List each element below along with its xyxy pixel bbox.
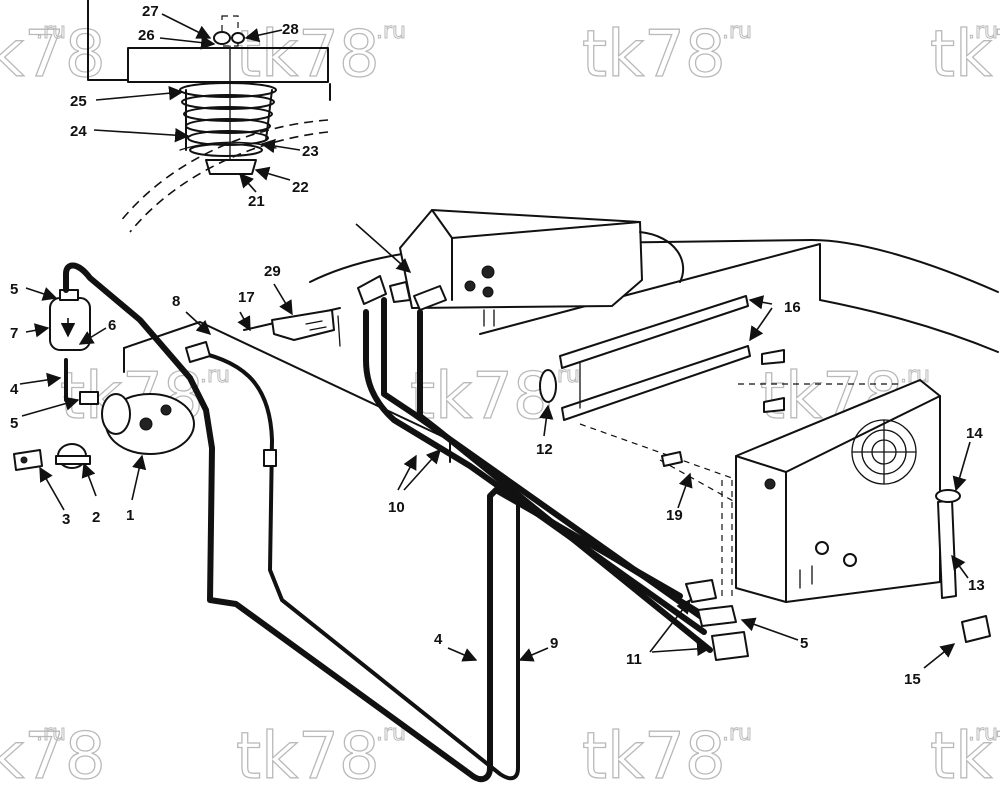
callout-17: 17: [238, 289, 255, 306]
drier-fitting: [59, 289, 79, 301]
callout-11: 11: [626, 651, 642, 668]
hose-10b: [381, 297, 703, 619]
callout-14: 14: [966, 425, 983, 442]
watermark-brand: tk78: [236, 720, 380, 790]
fitting: [160, 404, 172, 416]
clamp-14: [935, 489, 961, 503]
callout-27: 27: [142, 3, 159, 20]
callout-26: 26: [138, 27, 155, 44]
motor-end: [639, 231, 685, 283]
callout-21: 21: [248, 193, 265, 210]
watermark-brand: tk78: [582, 720, 726, 790]
fitting-5: [79, 391, 99, 405]
port: [843, 553, 857, 567]
callout-23: 23: [302, 143, 319, 160]
hose-4: [63, 262, 683, 783]
control-box: [271, 309, 341, 347]
terminal: [464, 280, 476, 292]
port: [815, 541, 829, 555]
bolt: [763, 397, 785, 413]
compartment-edge: [819, 299, 999, 353]
compressor-module: [399, 209, 685, 327]
hose-10c: [417, 309, 713, 653]
callout-25: 25: [70, 93, 87, 110]
callout-8: 8: [172, 293, 180, 310]
nut: [213, 31, 231, 45]
callout-24: 24: [70, 123, 87, 140]
frame-outline: [129, 131, 329, 233]
drain-tube: [935, 489, 961, 599]
projection-line: [579, 423, 761, 489]
callout-1: 1: [126, 507, 134, 524]
fitting: [139, 417, 153, 431]
callout-5: 5: [800, 635, 808, 652]
watermark-brand: tk78: [236, 18, 380, 92]
panel-edge: [87, 0, 129, 81]
valve-2: [55, 443, 91, 469]
watermark-brand: tk78: [930, 720, 1000, 790]
callout-22: 22: [292, 179, 309, 196]
callout-3: 3: [62, 511, 70, 528]
callout-10: 10: [388, 499, 405, 516]
callout-13: 13: [968, 577, 985, 594]
bracket-lower: [561, 345, 751, 421]
callout-labels: 27 26 28 25 24 23 22 21 29 8 17 5 7 6 4 …: [10, 3, 985, 688]
hose-lines: [63, 262, 713, 783]
unit-edge: [785, 395, 941, 473]
callout-9: 9: [550, 635, 558, 652]
callout-12: 12: [536, 441, 553, 458]
slots: [799, 565, 813, 589]
callout-28: 28: [282, 21, 299, 38]
valve-3: [13, 449, 43, 471]
watermark-suffix: .ru: [968, 721, 998, 746]
watermark-suffix: .ru: [376, 19, 406, 44]
watermark-suffix: .ru: [722, 721, 752, 746]
terminal: [482, 286, 494, 298]
callout-19: 19: [666, 507, 683, 524]
watermark-brand: tk78: [582, 18, 726, 92]
evaporator-unit: [721, 379, 941, 603]
watermark-brand: tk78: [0, 720, 106, 790]
watermark-suffix: .ru: [36, 19, 66, 44]
bolt: [761, 349, 785, 365]
compressor-end: [101, 393, 131, 435]
callout-4: 4: [434, 631, 443, 648]
watermark-suffix: .ru: [200, 363, 230, 388]
clip-15: [961, 615, 991, 643]
callout-15: 15: [904, 671, 921, 688]
callout-2: 2: [92, 509, 100, 526]
hose-fittings: [185, 275, 749, 661]
callout-16: 16: [784, 299, 801, 316]
callout-7: 7: [10, 325, 18, 342]
watermark-brand: tk78: [930, 18, 1000, 92]
projection-line: [659, 459, 761, 517]
hidden-edge: [721, 480, 733, 600]
callout-5: 5: [10, 415, 18, 432]
terminal: [764, 478, 776, 490]
washer: [231, 32, 245, 44]
fan-guard: [851, 419, 917, 485]
hose-10a: [363, 309, 707, 635]
callout-5: 5: [10, 281, 18, 298]
watermark-suffix: .ru: [36, 721, 66, 746]
mount-foot: [483, 309, 495, 327]
mount-plate: [127, 47, 329, 83]
mounting-brackets: [539, 295, 785, 421]
terminal: [481, 265, 495, 279]
sensor-19: [661, 451, 683, 467]
callout-29: 29: [264, 263, 281, 280]
watermark-brand: tk78: [410, 360, 554, 434]
leader-lines: [19, 13, 971, 669]
callout-4: 4: [10, 381, 19, 398]
hose-9: [186, 348, 702, 781]
callout-6: 6: [108, 317, 116, 334]
clamp-12: [539, 369, 557, 403]
compressor: [79, 391, 195, 455]
bracket-upper: [559, 295, 749, 369]
leader-arrow: [355, 223, 412, 273]
watermark-suffix: .ru: [722, 19, 752, 44]
watermark-suffix: .ru: [968, 19, 998, 44]
